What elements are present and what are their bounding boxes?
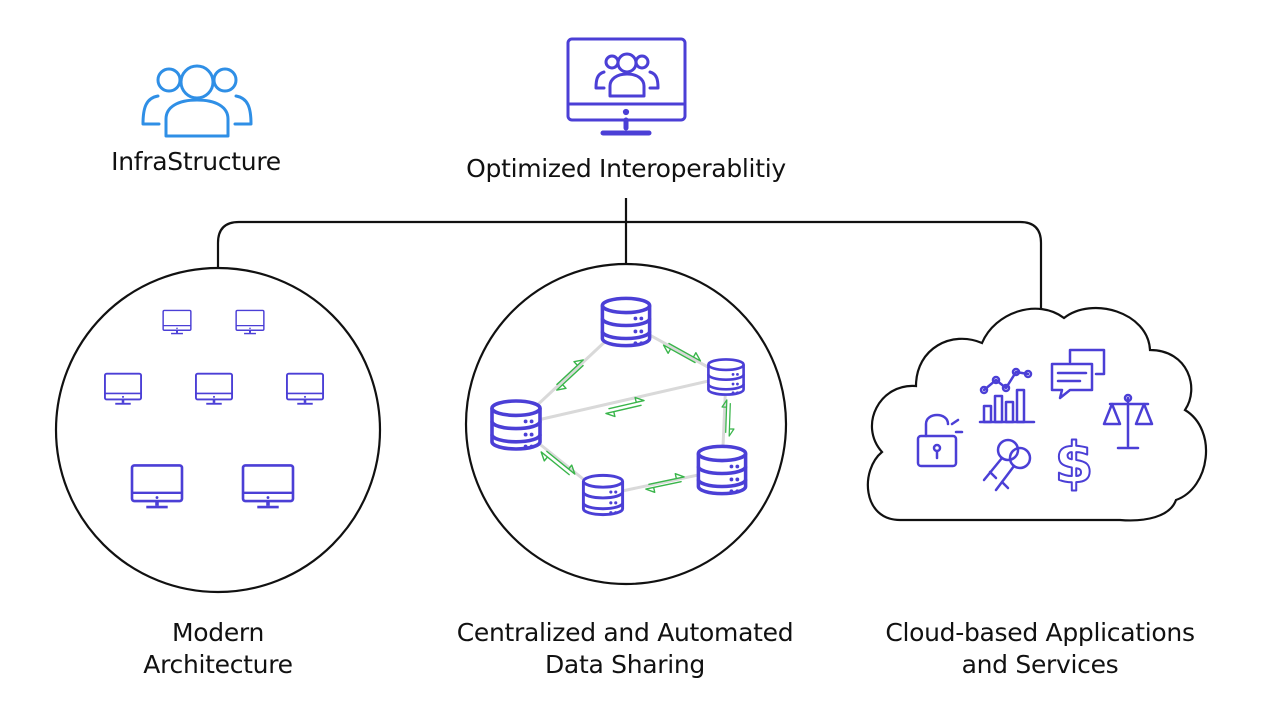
data-sharing-circle bbox=[464, 262, 788, 586]
data-sharing-line2: Data Sharing bbox=[544, 650, 705, 679]
modern-architecture-line2: Architecture bbox=[143, 650, 293, 679]
users-group-icon bbox=[141, 64, 253, 138]
scales-icon bbox=[1102, 393, 1154, 450]
connector-lines bbox=[216, 198, 1043, 312]
root-label: Optimized Interoperablitiy bbox=[466, 154, 786, 183]
dollar-icon: $ bbox=[1055, 431, 1094, 496]
database-network-icon bbox=[490, 296, 748, 517]
data-sharing-line1: Centralized and Automated bbox=[456, 618, 794, 647]
chat-bubbles-icon bbox=[1050, 348, 1106, 400]
data-sharing-label: Centralized and Automated Data Sharing bbox=[420, 617, 830, 681]
modern-architecture-line1: Modern bbox=[172, 618, 264, 647]
bar-chart-icon bbox=[978, 367, 1036, 424]
modern-architecture-label: Modern Architecture bbox=[100, 617, 336, 681]
padlock-icon bbox=[916, 413, 964, 468]
cloud-apps-label: Cloud-based Applications and Services bbox=[842, 617, 1238, 681]
cloud-services-icon: $ bbox=[916, 348, 1154, 497]
monitor-users-icon bbox=[566, 37, 687, 136]
cloud-apps-cloud: $ bbox=[866, 306, 1208, 522]
infrastructure-label: InfraStructure bbox=[111, 147, 281, 176]
modern-architecture-circle bbox=[54, 266, 382, 594]
cloud-apps-line2: and Services bbox=[961, 650, 1119, 679]
cloud-apps-line1: Cloud-based Applications bbox=[885, 618, 1195, 647]
keys-icon bbox=[982, 438, 1032, 492]
